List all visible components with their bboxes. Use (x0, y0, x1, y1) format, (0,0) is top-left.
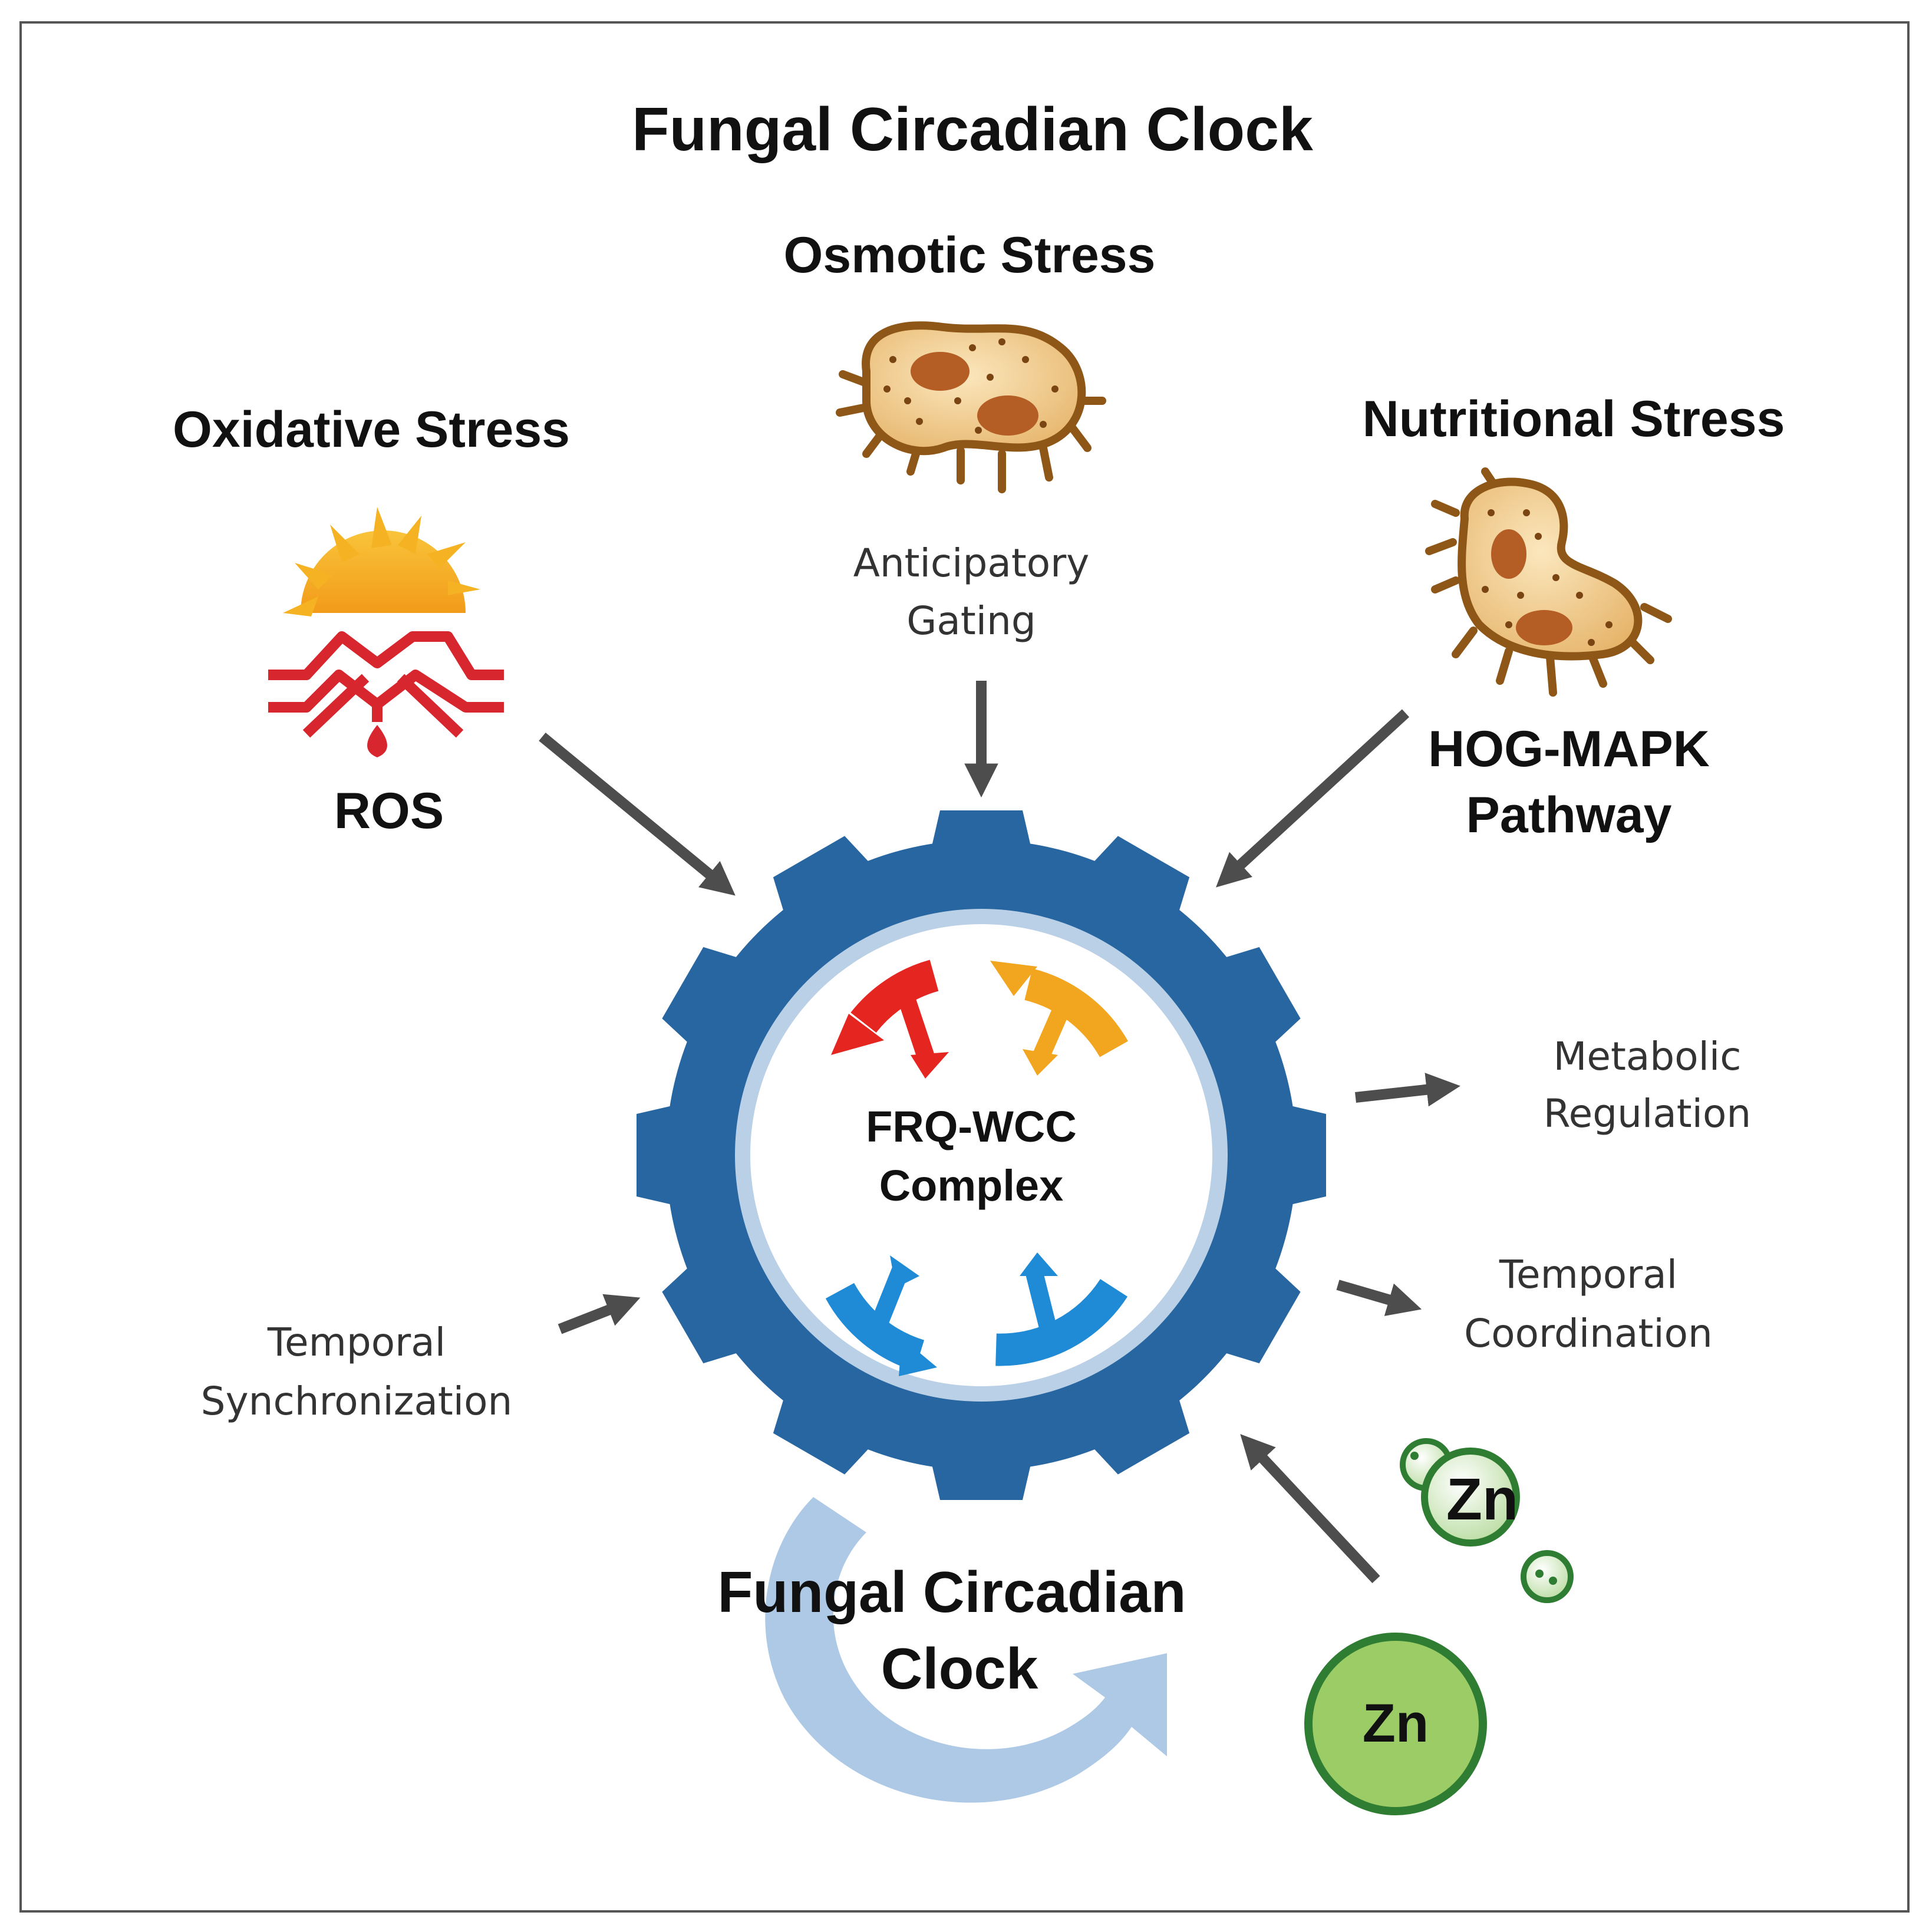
zinc-ion-icon (1400, 1438, 1574, 1603)
temporal-synchronization-line2: Synchronization (201, 1379, 513, 1424)
ros-droplet-icon (367, 725, 387, 757)
frame-border (19, 21, 1910, 1913)
sun-icon (283, 507, 480, 616)
cycle-label-line1: Fungal Circadian (717, 1560, 1186, 1624)
temporal-coordination-output-arrow (1336, 1280, 1422, 1316)
temporal-coordination-line2: Coordination (1464, 1311, 1713, 1356)
nutritional-input-arrow (1216, 709, 1410, 888)
frq-wcc-label-line2: Complex (879, 1161, 1064, 1210)
diagram-title: Fungal Circadian Clock (632, 95, 1313, 164)
zinc-input-arrow (1240, 1434, 1380, 1584)
gear-icon (637, 810, 1326, 1500)
hog-mapk-label-line1: HOG-MAPK (1428, 721, 1710, 777)
oxidative-stress-group: Oxidative Stress ROS (173, 401, 570, 839)
osmotic-stress-heading: Osmotic Stress (784, 227, 1156, 283)
metabolic-regulation-line1: Metabolic (1553, 1034, 1741, 1079)
metabolic-output-arrow (1355, 1073, 1460, 1107)
zinc-small-label: Zn (1446, 1466, 1518, 1532)
osmotic-stress-group: Osmotic Stress Antic (784, 227, 1156, 644)
zinc-large-label: Zn (1363, 1693, 1429, 1753)
cell-icon (1425, 467, 1672, 697)
anticipatory-gating-line2: Gating (906, 598, 1036, 644)
temporal-synchronization-line1: Temporal (267, 1320, 446, 1365)
blue-feedback-arc-right-icon (995, 1252, 1128, 1366)
oxidative-input-arrow (539, 733, 736, 896)
cell-icon (836, 321, 1106, 493)
ros-molecule-icon (268, 631, 504, 738)
anticipatory-gating-line1: Anticipatory (853, 540, 1090, 586)
temporal-synchronization-input-arrow (558, 1294, 641, 1334)
orange-feedback-arc-icon (990, 961, 1128, 1076)
ros-label: ROS (334, 783, 444, 839)
cycle-arrow-icon (765, 1497, 1167, 1803)
hog-mapk-label-line2: Pathway (1466, 787, 1672, 843)
zinc-ion-large-icon (1304, 1633, 1487, 1815)
temporal-coordination-line1: Temporal (1499, 1252, 1677, 1297)
red-feedback-arc-icon (831, 960, 949, 1079)
frq-wcc-label-line1: FRQ-WCC (866, 1102, 1077, 1151)
cycle-label-line2: Clock (881, 1636, 1038, 1701)
oxidative-stress-heading: Oxidative Stress (173, 401, 570, 458)
metabolic-regulation-line2: Regulation (1544, 1091, 1751, 1136)
nutritional-stress-heading: Nutritional Stress (1363, 391, 1785, 447)
blue-feedback-arc-left-icon (825, 1255, 937, 1376)
nutritional-stress-group: Nutritional Stress (1363, 391, 1785, 843)
